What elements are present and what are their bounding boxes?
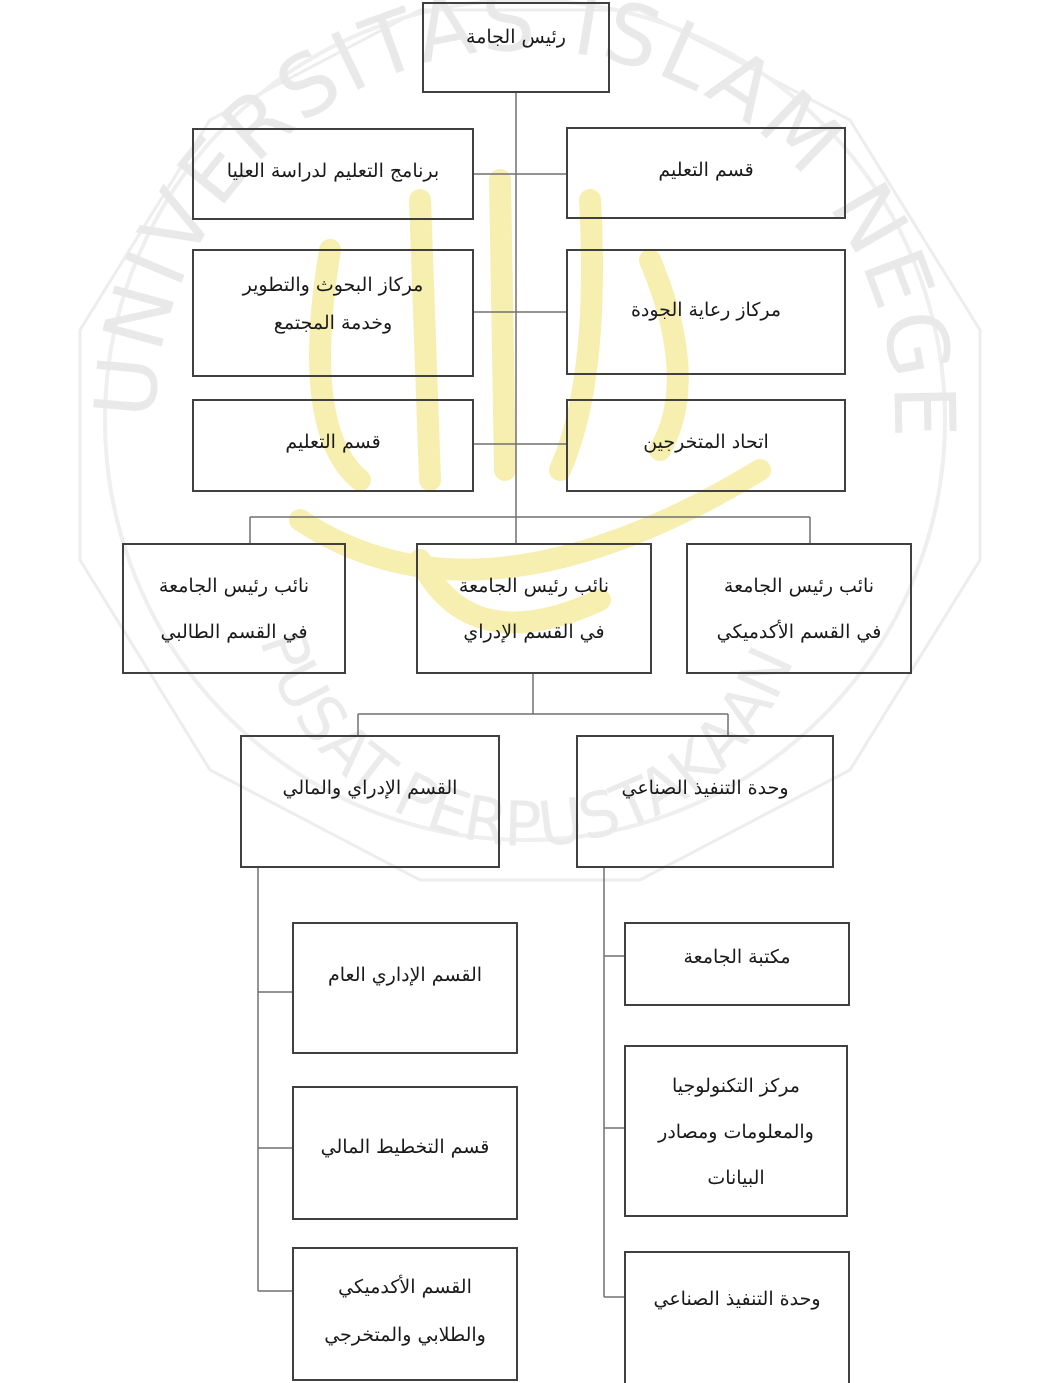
research-center-label-1: مركاز البحوث والتطوير — [242, 274, 424, 296]
graduate-program-box: برنامج التعليم لدراسة العليا — [192, 128, 474, 220]
library-label: مكتبة الجامعة — [683, 946, 791, 968]
vp-admin-label-1: نائب رئيس الجامعة — [458, 575, 610, 597]
technical-unit-label: وحدة التنفيذ الصناعي — [621, 777, 789, 799]
academic-student-label-1: القسم الأكدميكي — [338, 1276, 472, 1298]
general-admin-label: القسم الإداري العام — [327, 964, 483, 986]
technical-unit-repeat-box: وحدة التنفيذ الصناعي — [624, 1251, 850, 1383]
vp-student-box: نائب رئيس الجامعة في القسم الطالبي — [122, 543, 346, 674]
quality-center-box: مركاز رعاية الجودة — [566, 249, 846, 375]
education-dept-top-box: قسم التعليم — [566, 127, 846, 219]
quality-center-label: مركاز رعاية الجودة — [630, 299, 782, 321]
technical-unit-box: وحدة التنفيذ الصناعي — [576, 735, 834, 868]
admin-finance-label: القسم الإدراي والمالي — [282, 777, 458, 799]
graduate-program-label: برنامج التعليم لدراسة العليا — [226, 160, 440, 182]
vp-admin-label-2: في القسم الإدراي — [463, 621, 605, 643]
vp-academic-label-1: نائب رئيس الجامعة — [723, 575, 875, 597]
it-center-label-2: والمعلومات ومصادر — [658, 1121, 814, 1143]
library-box: مكتبة الجامعة — [624, 922, 850, 1006]
vp-academic-label-2: في القسم الأكدميكي — [716, 621, 882, 643]
president-label: رئيس الجامة — [466, 26, 566, 48]
watermark-octagon — [78, 8, 982, 882]
vp-student-label-1: نائب رئيس الجامعة — [158, 575, 310, 597]
admin-finance-box: القسم الإدراي والمالي — [240, 735, 500, 868]
general-admin-box: القسم الإداري العام — [292, 922, 518, 1054]
it-center-box: مركز التكنولوجيا والمعلومات ومصادر البيا… — [624, 1045, 848, 1217]
academic-student-box: القسم الأكدميكي والطلابي والمتخرجي — [292, 1247, 518, 1381]
watermark-calligraphy — [289, 169, 771, 634]
alumni-union-box: اتحاد المتخرجين — [566, 399, 846, 492]
it-center-label-1: مركز التكنولوجيا — [672, 1075, 800, 1097]
finance-planning-label: قسم التخطيط المالي — [320, 1136, 490, 1158]
vp-academic-box: نائب رئيس الجامعة في القسم الأكدميكي — [686, 543, 912, 674]
vp-student-label-2: في القسم الطالبي — [160, 621, 308, 643]
research-center-box: مركاز البحوث والتطوير وخدمة المجتمع — [192, 249, 474, 377]
watermark-ring — [103, 0, 947, 842]
technical-unit-repeat-label: وحدة التنفيذ الصناعي — [653, 1288, 821, 1310]
president-box: رئيس الجامة — [422, 2, 610, 93]
research-center-label-2: وخدمة المجتمع — [273, 312, 393, 334]
education-dept-mid-label: قسم التعليم — [285, 431, 381, 453]
education-dept-top-label: قسم التعليم — [658, 159, 754, 181]
education-dept-mid-box: قسم التعليم — [192, 399, 474, 492]
vp-admin-box: نائب رئيس الجامعة في القسم الإدراي — [416, 543, 652, 674]
finance-planning-box: قسم التخطيط المالي — [292, 1086, 518, 1220]
alumni-union-label: اتحاد المتخرجين — [643, 431, 769, 453]
it-center-label-3: البيانات — [707, 1167, 765, 1189]
academic-student-label-2: والطلابي والمتخرجي — [324, 1324, 486, 1346]
